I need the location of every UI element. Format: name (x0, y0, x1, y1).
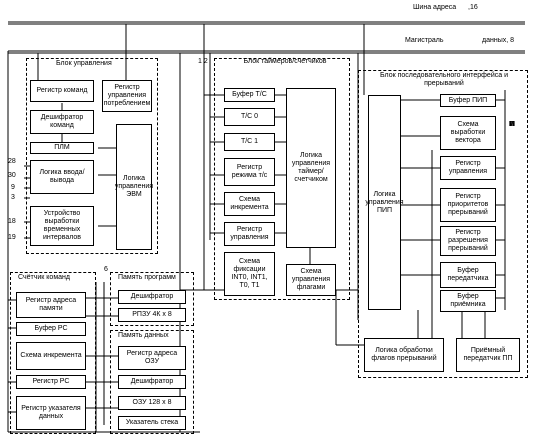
data-memory-title: Память данных (118, 332, 169, 339)
transmitter-buffer: Буфер передатчика (440, 262, 496, 288)
bus-number-6: 6 (104, 266, 108, 273)
program-memory-block (110, 272, 194, 326)
timer-control-register: Регистр управления (224, 222, 275, 246)
program-memory-decoder: Дешифратор (118, 290, 186, 304)
data-memory-decoder: Дешифратор (118, 375, 186, 389)
plm-block: ПЛМ (30, 142, 94, 154)
timer-block-title: Блок таймеров/счетчиков (243, 58, 327, 65)
pc-increment-circuit: Схема инкремента (16, 342, 86, 370)
program-counter-block (10, 272, 96, 434)
timer-counter-1: Т/С 1 (224, 133, 275, 151)
bus-number-12: 1 2 (198, 58, 208, 65)
memory-address-register: Регистр адреса памяти (16, 292, 86, 318)
timer-buffer: Буфер Т/С (224, 88, 275, 102)
serial-transceiver: Приёмный передатчик ПП (456, 338, 520, 372)
data-pointer-register: Регистр указателя данных (16, 396, 86, 430)
program-rom: РПЗУ 4К x 8 (118, 308, 186, 322)
stack-pointer: Указатель стека (118, 416, 186, 430)
pin-label: 28 (8, 158, 16, 165)
timer-block (214, 58, 350, 300)
data-memory-block (110, 330, 194, 434)
serial-block-title: Блок последовательного интерфейса и прер… (380, 72, 508, 87)
timing-unit: Устройство выработки временных интервало… (30, 206, 94, 246)
cpu-control-logic: Логика управления ЭВМ (115, 124, 153, 250)
interrupt-flag-logic: Логика обработки флагов прерываний (364, 338, 444, 372)
pin-label: 3 (11, 194, 15, 201)
flag-control-circuit: Схема управления флагами (286, 264, 336, 296)
power-control-register: Регистр управления потреблением (102, 80, 152, 112)
serial-buffer: Буфер ПИП (440, 94, 496, 107)
ram-address-register: Регистр адреса ОЗУ (118, 346, 186, 370)
data-ram: ОЗУ 128 x 8 (118, 396, 186, 410)
pc-buffer: Буфер РС (16, 322, 86, 336)
address-bus-label: Шина адреса (413, 4, 457, 11)
control-block-title: Блок управления (56, 60, 112, 67)
data-bus-label: Магистраль (405, 37, 444, 44)
io-logic: Логика ввода/ вывода (30, 160, 94, 194)
timer-control-logic: Логика управления таймер/ счетчиком (286, 88, 336, 248)
interrupt-priority-register: Регистр приоритетов прерываний (440, 188, 496, 222)
address-bus-width: ,16 (468, 4, 478, 11)
serial-control-logic: Логика управления ПИП (365, 95, 404, 310)
program-memory-title: Память программ (118, 274, 176, 281)
timer-increment-circuit: Схема инкремента (224, 192, 275, 216)
pin-label: 19 (8, 234, 16, 241)
timer-counter-0: Т/С 0 (224, 108, 275, 126)
command-decoder: Дешифратор команд (30, 110, 94, 134)
program-counter-title: Счётчик команд (18, 274, 70, 281)
data-bus-width: данных, 8 (482, 37, 515, 44)
pin-label: 18 (8, 218, 16, 225)
pin-label: 9 (11, 184, 15, 191)
interrupt-latch-circuit: Схема фиксации INT0, INT1, T0, T1 (224, 252, 275, 296)
timer-mode-register: Регистр режима т/с (224, 158, 275, 186)
pin-label: 30 (8, 172, 16, 179)
vector-generator: Схема выработки вектора (440, 116, 496, 150)
serial-interrupt-block (358, 70, 528, 378)
receiver-buffer: Буфер приёмника (440, 290, 496, 312)
pc-register: Регистр РС (16, 375, 86, 389)
serial-control-register: Регистр управления (440, 156, 496, 180)
command-register: Регистр команд (30, 80, 94, 102)
control-block (26, 58, 158, 254)
interrupt-enable-register: Регистр разрешения прерываний (440, 226, 496, 256)
